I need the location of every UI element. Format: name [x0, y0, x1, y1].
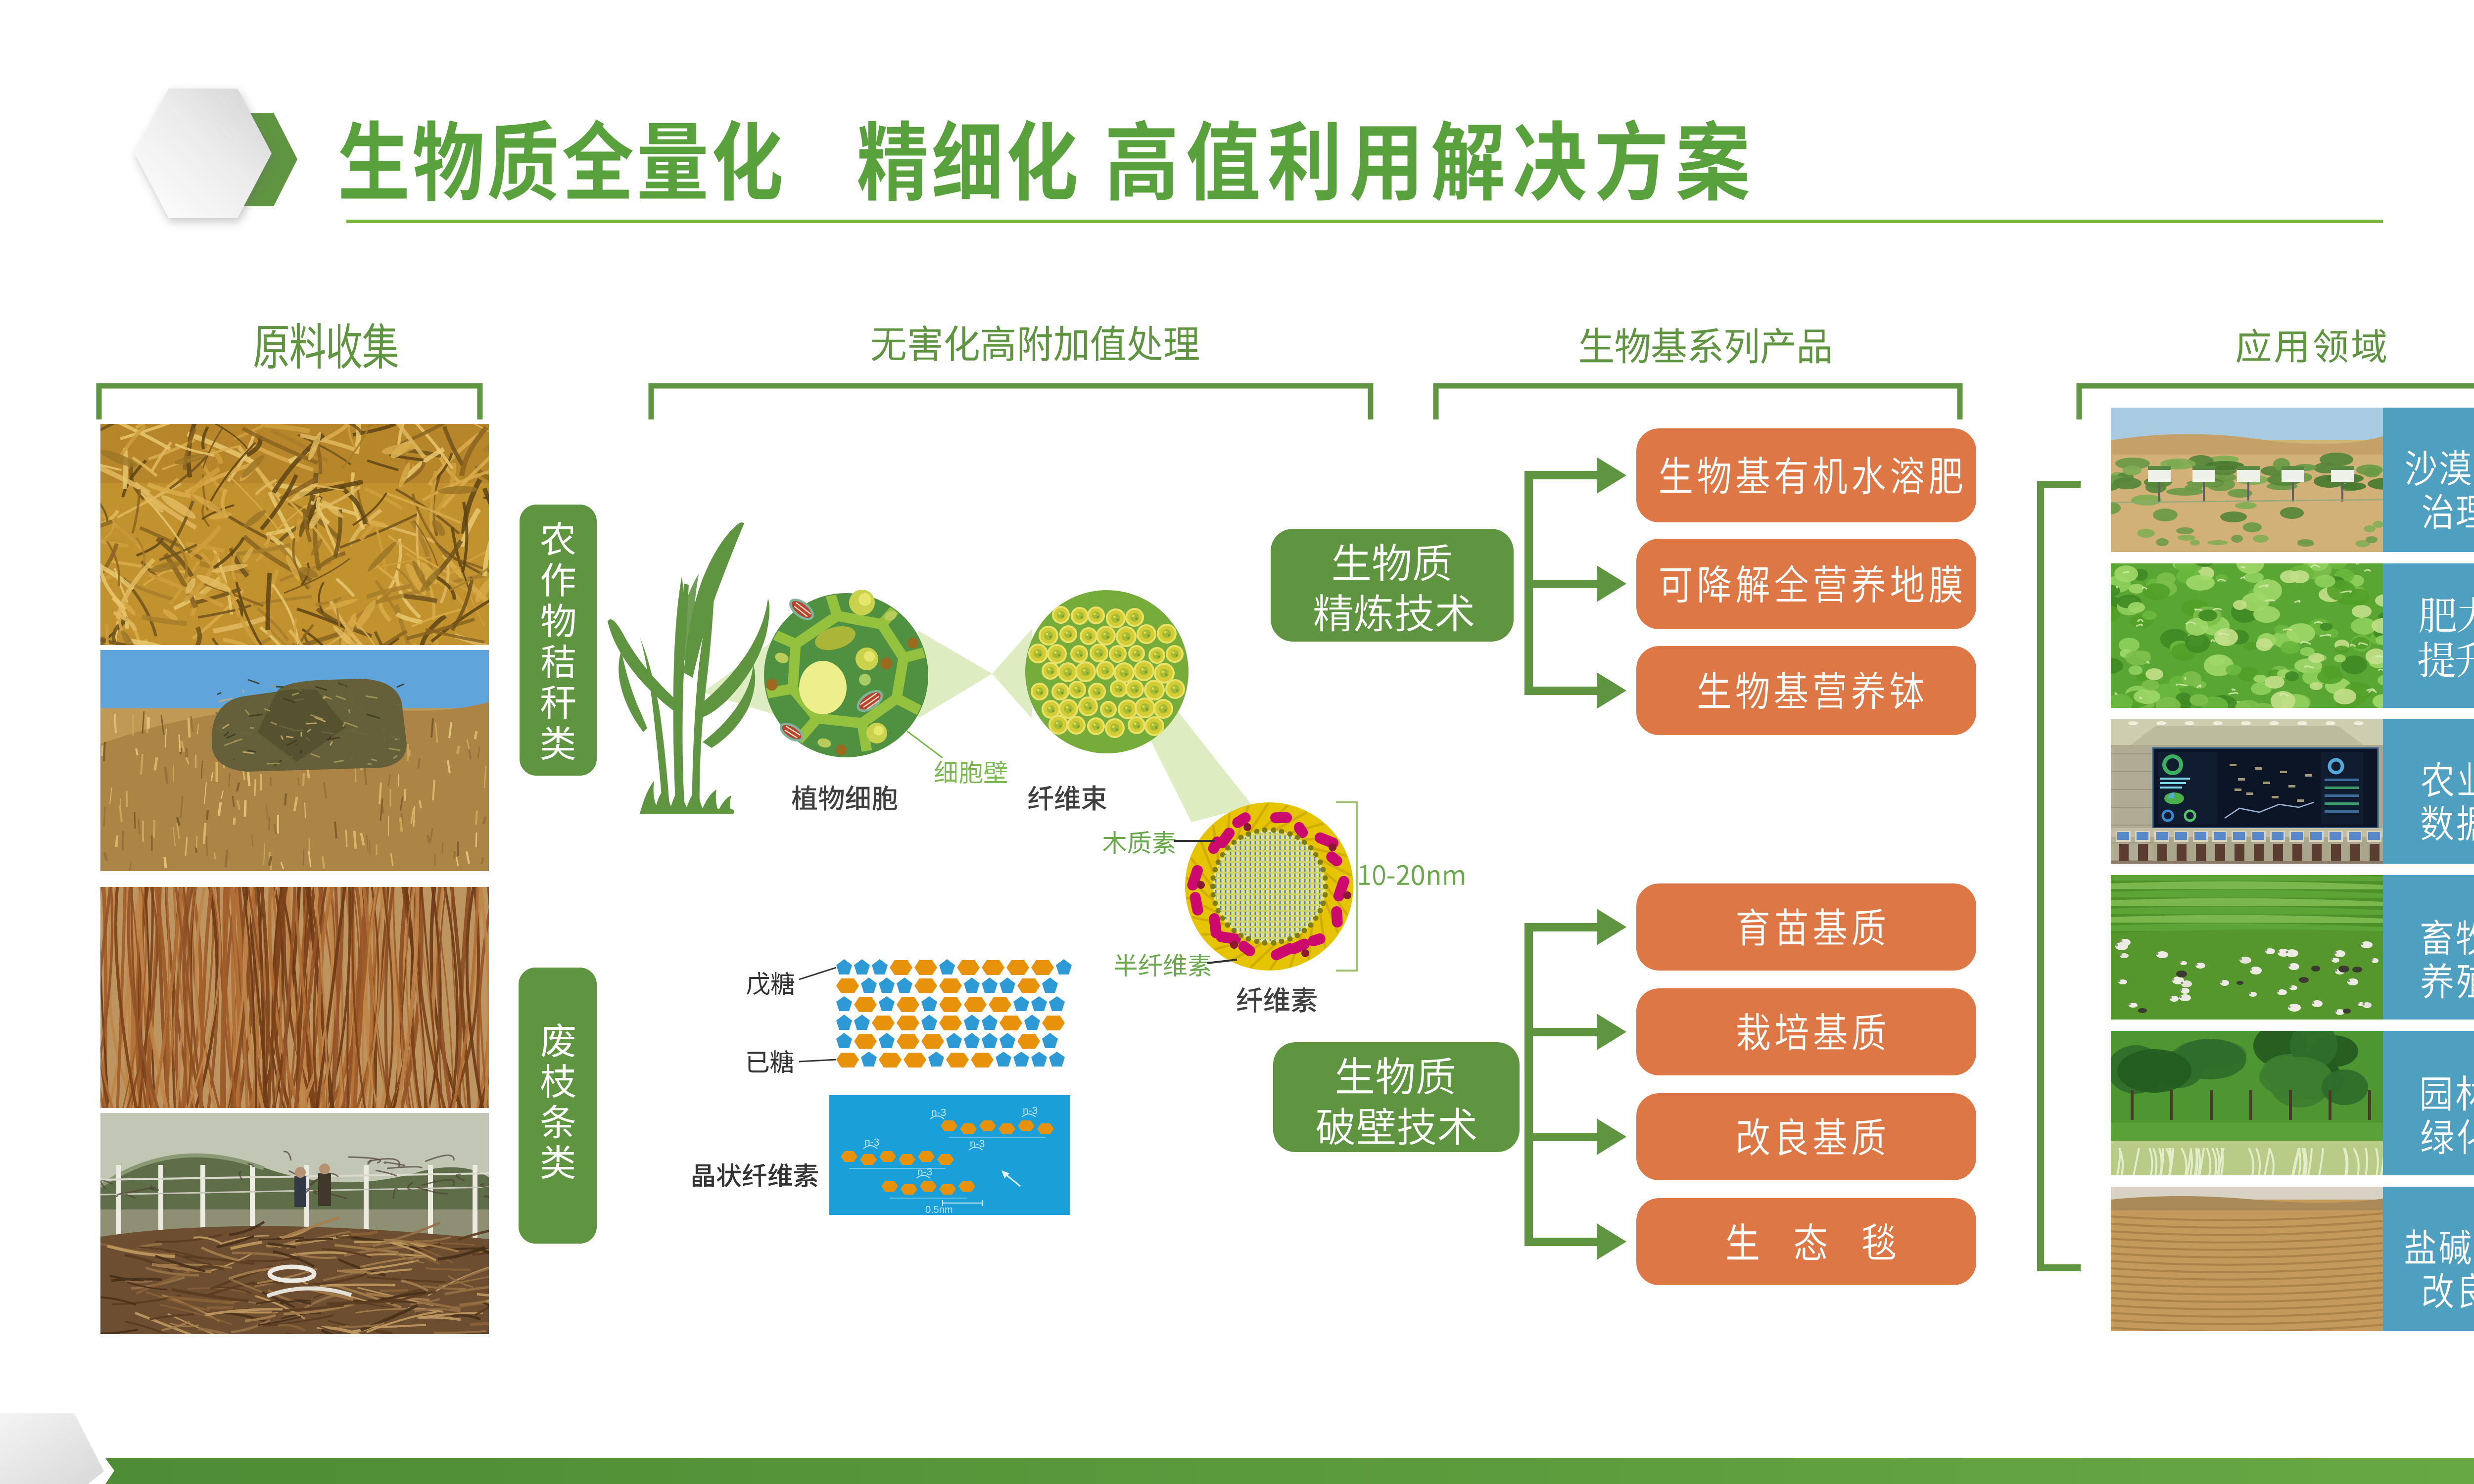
svg-text:n-3: n-3	[1023, 1105, 1038, 1116]
svg-text:0.5nm: 0.5nm	[925, 1205, 953, 1215]
svg-text:n-3: n-3	[917, 1166, 932, 1178]
svg-text:n-3: n-3	[970, 1138, 985, 1150]
svg-text:n-3: n-3	[864, 1137, 879, 1148]
svg-text:n-3: n-3	[931, 1107, 946, 1118]
